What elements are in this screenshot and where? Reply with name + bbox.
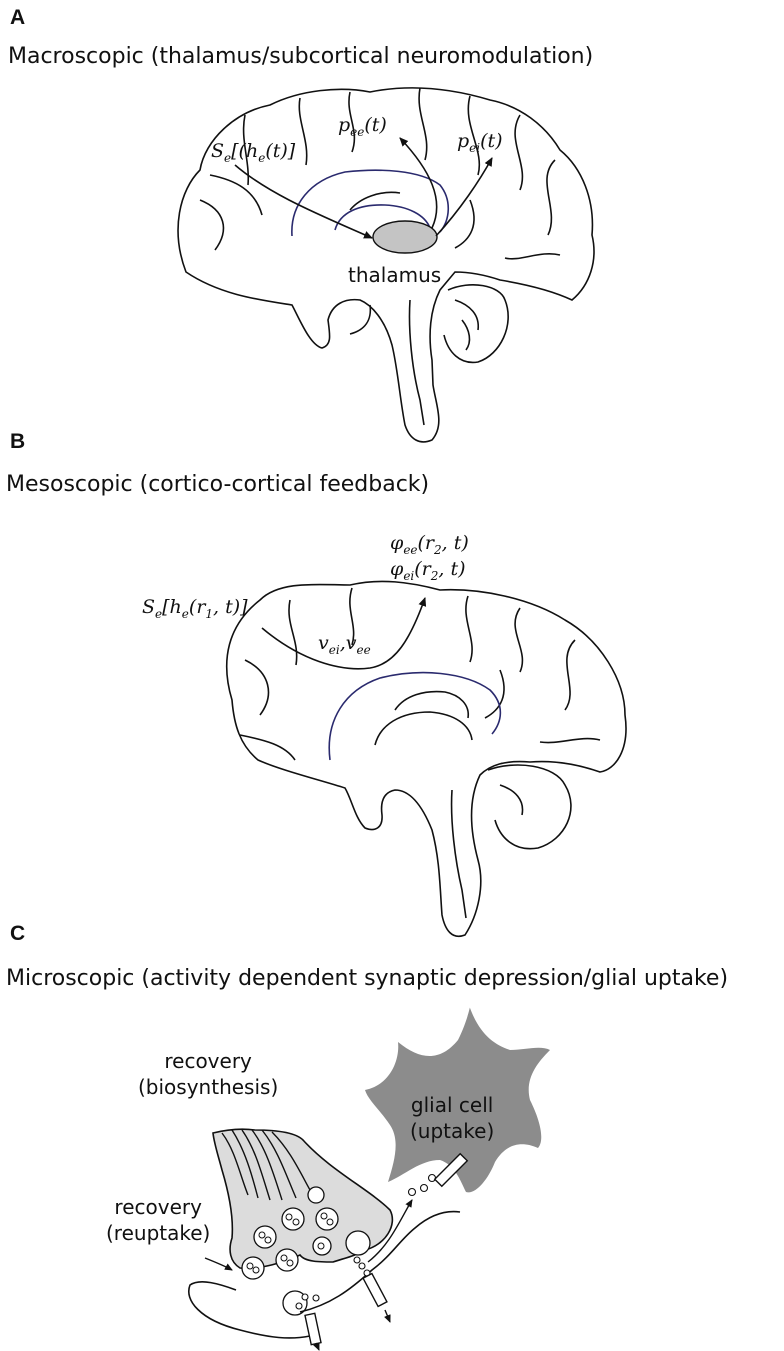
synaptic-vesicles xyxy=(241,1186,371,1316)
panel-c-title: Microscopic (activity dependent synaptic… xyxy=(6,966,729,991)
label-glial-cell: glial cell (uptake) xyxy=(410,1092,494,1144)
label-input-a: Se[(he(t)] xyxy=(211,140,296,165)
arrow-transporter-down-1 xyxy=(384,1309,391,1323)
reuptake-line-1: recovery xyxy=(114,1195,202,1219)
panel-a-title: Macroscopic (thalamus/subcortical neurom… xyxy=(8,44,594,69)
corpus-callosum-b xyxy=(328,671,502,761)
arrow-thalamus-to-pee xyxy=(399,137,438,229)
panel-b-title: Mesoscopic (cortico-cortical feedback) xyxy=(6,472,430,497)
biosynthesis-line-1: recovery xyxy=(164,1049,252,1073)
arrow-to-glia xyxy=(367,1199,413,1263)
corpus-callosum-a xyxy=(291,169,450,237)
label-pee: pee(t) xyxy=(338,114,387,139)
glial-line-2: (uptake) xyxy=(410,1119,495,1143)
arrow-thalamus-to-pei xyxy=(435,157,493,237)
panel-c-arrows xyxy=(204,1199,413,1351)
panel-b-letter: B xyxy=(10,430,26,453)
thalamus-label: thalamus xyxy=(348,263,442,287)
glial-cell-shape xyxy=(365,1007,550,1193)
biosynthesis-line-2: (biosynthesis) xyxy=(138,1075,279,1099)
label-velocity: vei,vee xyxy=(318,632,371,657)
biosynthesis-lines xyxy=(221,1129,311,1201)
arrow-input-to-thalamus xyxy=(234,164,373,239)
label-phi-ei: φei(r2, t) xyxy=(390,558,466,583)
transporters xyxy=(304,1152,469,1346)
panel-a-letter: A xyxy=(10,6,26,29)
released-neurotransmitter xyxy=(295,1173,437,1310)
arrow-transporter-down-2 xyxy=(313,1342,320,1351)
arrow-reuptake xyxy=(204,1257,233,1271)
label-input-b: Se[he(r1, t)] xyxy=(142,596,248,621)
label-pei: pei(t) xyxy=(457,130,503,155)
glial-line-1: glial cell xyxy=(410,1093,494,1117)
label-phi-ee: φee(r2, t) xyxy=(390,532,469,557)
brain-outline-b xyxy=(225,580,627,937)
label-reuptake: recovery (reuptake) xyxy=(106,1194,210,1246)
label-biosynthesis: recovery (biosynthesis) xyxy=(138,1048,278,1100)
thalamus-shape xyxy=(372,220,438,254)
postsynaptic-membrane xyxy=(188,1210,461,1339)
arrow-cortico-cortical xyxy=(261,597,427,670)
reuptake-line-2: (reuptake) xyxy=(106,1221,211,1245)
brain-outline-a xyxy=(177,87,595,443)
panel-a-arrows xyxy=(234,137,493,239)
panel-c-letter: C xyxy=(10,922,26,945)
vesicle-contents xyxy=(246,1212,334,1274)
